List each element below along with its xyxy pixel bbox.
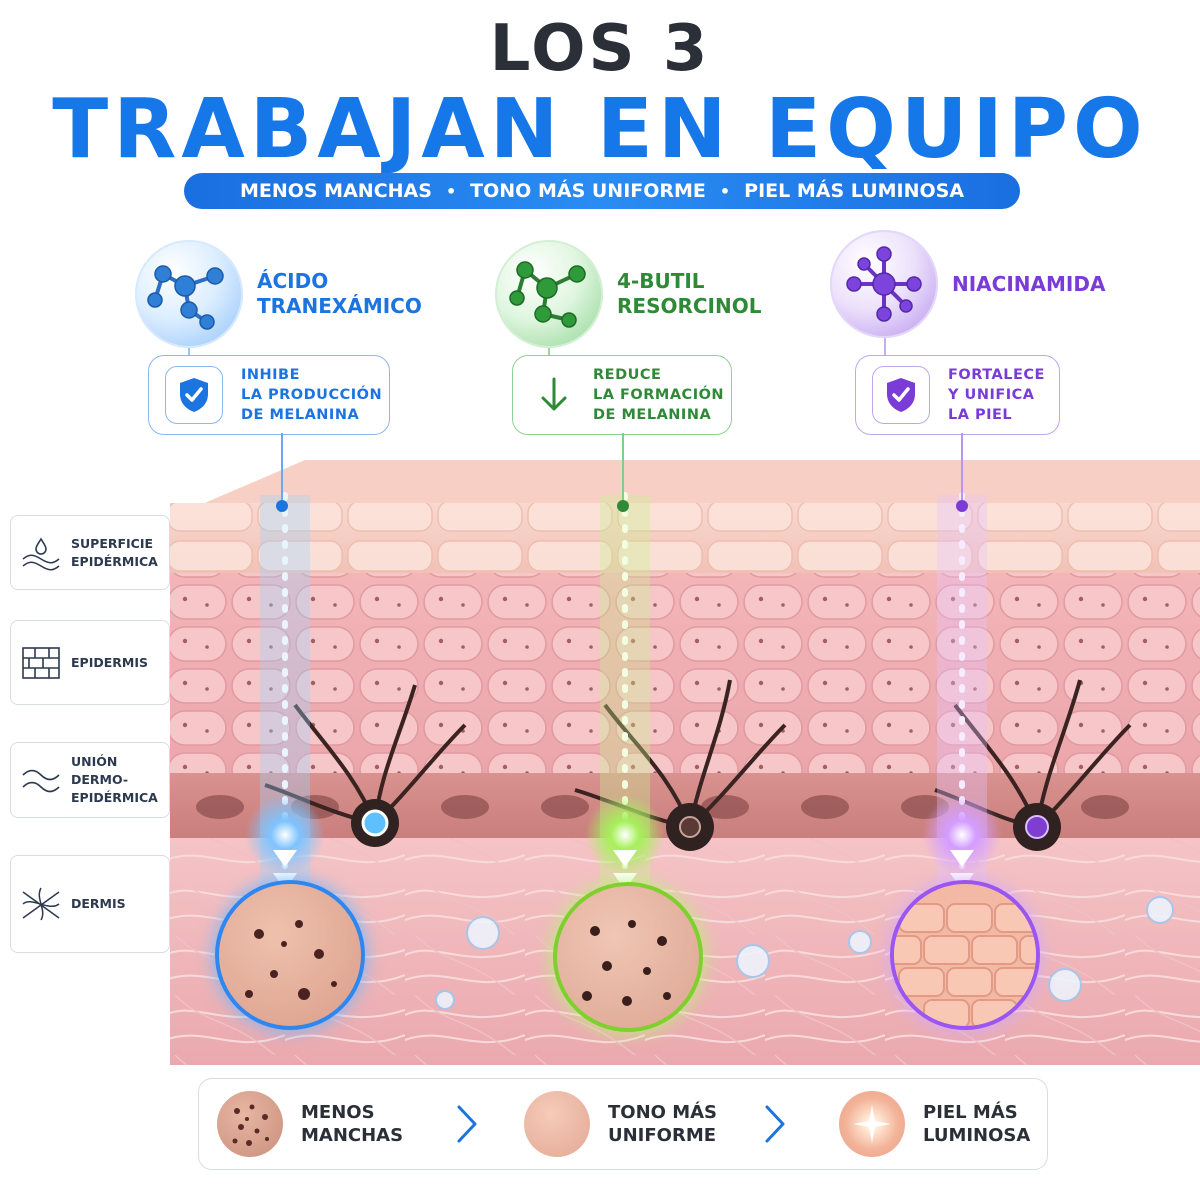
action-card-butylresorcinol: REDUCE LA FORMACIÓN DE MELANINA [512, 355, 732, 435]
banner-item-3: PIEL MÁS LUMINOSA [744, 180, 965, 202]
ingredient-name: NIACINAMIDA [952, 271, 1106, 296]
title-line-2: TRABAJAN EN EQUIPO [52, 82, 1148, 177]
shield-check-icon [165, 366, 223, 424]
shield-check-icon [872, 366, 930, 424]
stem-line [961, 433, 963, 505]
molecule-purple-icon [830, 230, 938, 338]
layer-label-junction: UNIÓN DERMO- EPIDÉRMICA [10, 742, 170, 818]
melanocyte-blue [264, 684, 467, 847]
ingredient-name: 4-BUTIL RESORCINOL [617, 269, 762, 318]
connector-line [188, 348, 190, 358]
melanocyte-brown [574, 679, 787, 851]
action-card-niacinamide: FORTALECE Y UNIFICA LA PIEL [855, 355, 1060, 435]
action-text: INHIBE LA PRODUCCIÓN DE MELANINA [241, 367, 383, 423]
brick-wall-icon [22, 646, 60, 679]
banner-item-2: TONO MÁS UNIFORME [470, 180, 706, 202]
action-card-tranexamic: INHIBE LA PRODUCCIÓN DE MELANINA [148, 355, 390, 435]
spotted-skin-icon [217, 1091, 283, 1157]
even-skin-icon [524, 1091, 590, 1157]
connector-line [884, 338, 886, 358]
banner-item-1: MENOS MANCHAS [239, 180, 432, 202]
penetration-beam-green [585, 492, 665, 895]
connector-line [548, 348, 550, 358]
result-label: MENOS MANCHAS [301, 1102, 404, 1146]
result-less-spots: MENOS MANCHAS [217, 1091, 403, 1157]
stem-dot [276, 500, 288, 512]
result-label: PIEL MÁS LUMINOSA [923, 1102, 1031, 1146]
bubbles-decoration [435, 896, 1174, 1010]
ingredient-tranexamic: ÁCIDO TRANEXÁMICO [135, 240, 422, 348]
stem-dot [617, 500, 629, 512]
banner-separator: • [719, 181, 731, 201]
action-text: FORTALECE Y UNIFICA LA PIEL [948, 367, 1045, 423]
water-waves-icon [22, 536, 60, 571]
zoom-spotted-skin-blue [215, 880, 365, 1030]
stem-dot [956, 500, 968, 512]
melanocyte-purple [934, 679, 1132, 851]
penetration-beam-purple [922, 492, 1002, 895]
glowing-skin-icon [839, 1091, 905, 1157]
result-label: TONO MÁS UNIFORME [608, 1102, 718, 1146]
ingredient-niacinamide: NIACINAMIDA [830, 230, 1105, 338]
zoom-spotted-skin-green [553, 882, 703, 1032]
layer-label-surface: SUPERFICIE EPIDÉRMICA [10, 515, 170, 590]
ingredient-butylresorcinol: 4-BUTIL RESORCINOL [495, 240, 761, 348]
molecule-blue-icon [135, 240, 243, 348]
banner-separator: • [445, 181, 457, 201]
action-text: REDUCE LA FORMACIÓN DE MELANINA [593, 367, 725, 423]
stem-line [622, 433, 624, 505]
layer-label-epidermis: EPIDERMIS [10, 620, 170, 705]
title-line-1: LOS 3 [489, 12, 711, 86]
wavy-lines-icon [22, 769, 60, 793]
results-bar: MENOS MANCHAS TONO MÁS UNIFORME PIEL MÁS… [198, 1078, 1048, 1170]
result-luminous-skin: PIEL MÁS LUMINOSA [839, 1091, 1030, 1157]
stem-line [281, 433, 283, 505]
layer-label-dermis: DERMIS [10, 855, 170, 953]
fiber-mesh-icon [22, 887, 60, 921]
result-even-tone: TONO MÁS UNIFORME [524, 1091, 717, 1157]
chevron-right-icon [765, 1105, 785, 1143]
arrow-down-icon [529, 366, 579, 424]
molecule-green-icon [495, 240, 603, 348]
benefits-banner: MENOS MANCHAS • TONO MÁS UNIFORME • PIEL… [184, 173, 1020, 209]
chevron-right-icon [457, 1105, 477, 1143]
zoom-even-skin-purple [890, 880, 1040, 1030]
ingredient-name: ÁCIDO TRANEXÁMICO [257, 269, 422, 318]
